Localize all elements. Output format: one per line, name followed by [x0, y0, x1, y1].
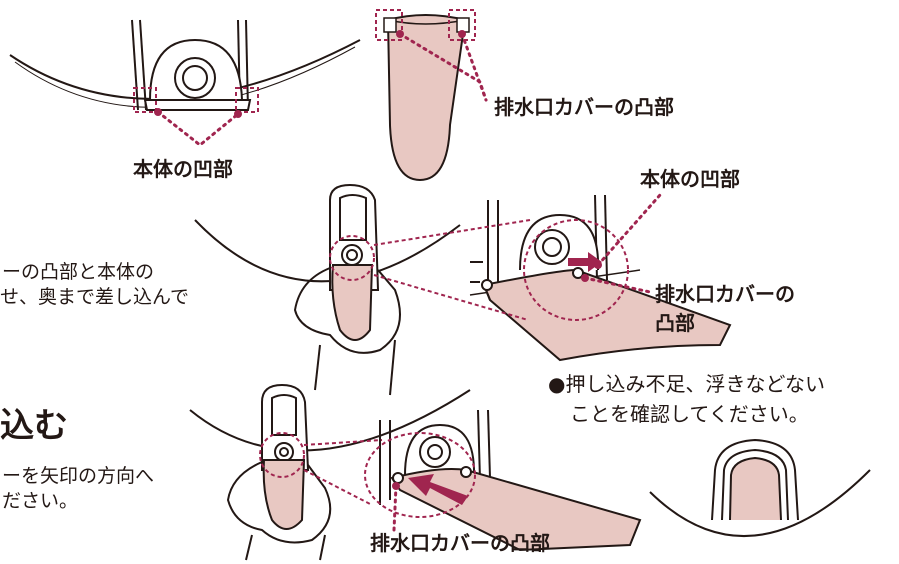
label-body-recess-top: 本体の凹部: [133, 157, 233, 181]
label-cover-protrusion-bottom: 排水口カバーの凸部: [370, 531, 550, 555]
figure-3-highlights: [329, 219, 629, 321]
figure-push-hand: [189, 383, 471, 561]
check-note-line-1: ●押し込み不足、浮きなどない: [548, 372, 826, 396]
figure-1-leader: [156, 110, 240, 147]
step-text-line-1: ーの凸部と本体の: [2, 261, 155, 283]
label-cover-protrusion-top: 排水口カバーの凸部: [494, 95, 674, 119]
leader-dot: [234, 110, 242, 118]
insert-arrow: [568, 252, 602, 272]
step-text-line-2: せ、奥まで差し込んで: [0, 286, 190, 308]
section-heading: 込む: [0, 406, 68, 446]
label-cover-protrusion-middle-1: 排水口カバーの: [655, 282, 795, 306]
figure-body-recess-top: [9, 19, 361, 111]
check-note-line-2: ことを確認してください。: [570, 402, 809, 426]
figure-3-leader: [583, 276, 652, 294]
label-body-recess-middle: 本体の凹部: [640, 167, 740, 191]
label-cover-protrusion-middle-2: 凸部: [655, 311, 695, 335]
figure-drain-cover: [375, 9, 488, 182]
figure-1-highlights: [133, 87, 259, 113]
push-text-line-2: ださい。: [2, 490, 79, 512]
figure-3-leader: [596, 193, 662, 267]
figure-insert-hand: [194, 183, 461, 396]
figure-push-detail: [379, 409, 642, 552]
push-text-line-1: ーを矢印の方向へ: [2, 465, 155, 487]
figure-4-highlights: [259, 432, 476, 518]
figure-insert-detail: [469, 194, 732, 362]
figure-check: [649, 438, 871, 537]
leader-dot: [154, 108, 162, 116]
figure-4-leader: [392, 484, 398, 532]
push-arrow: [408, 474, 468, 505]
